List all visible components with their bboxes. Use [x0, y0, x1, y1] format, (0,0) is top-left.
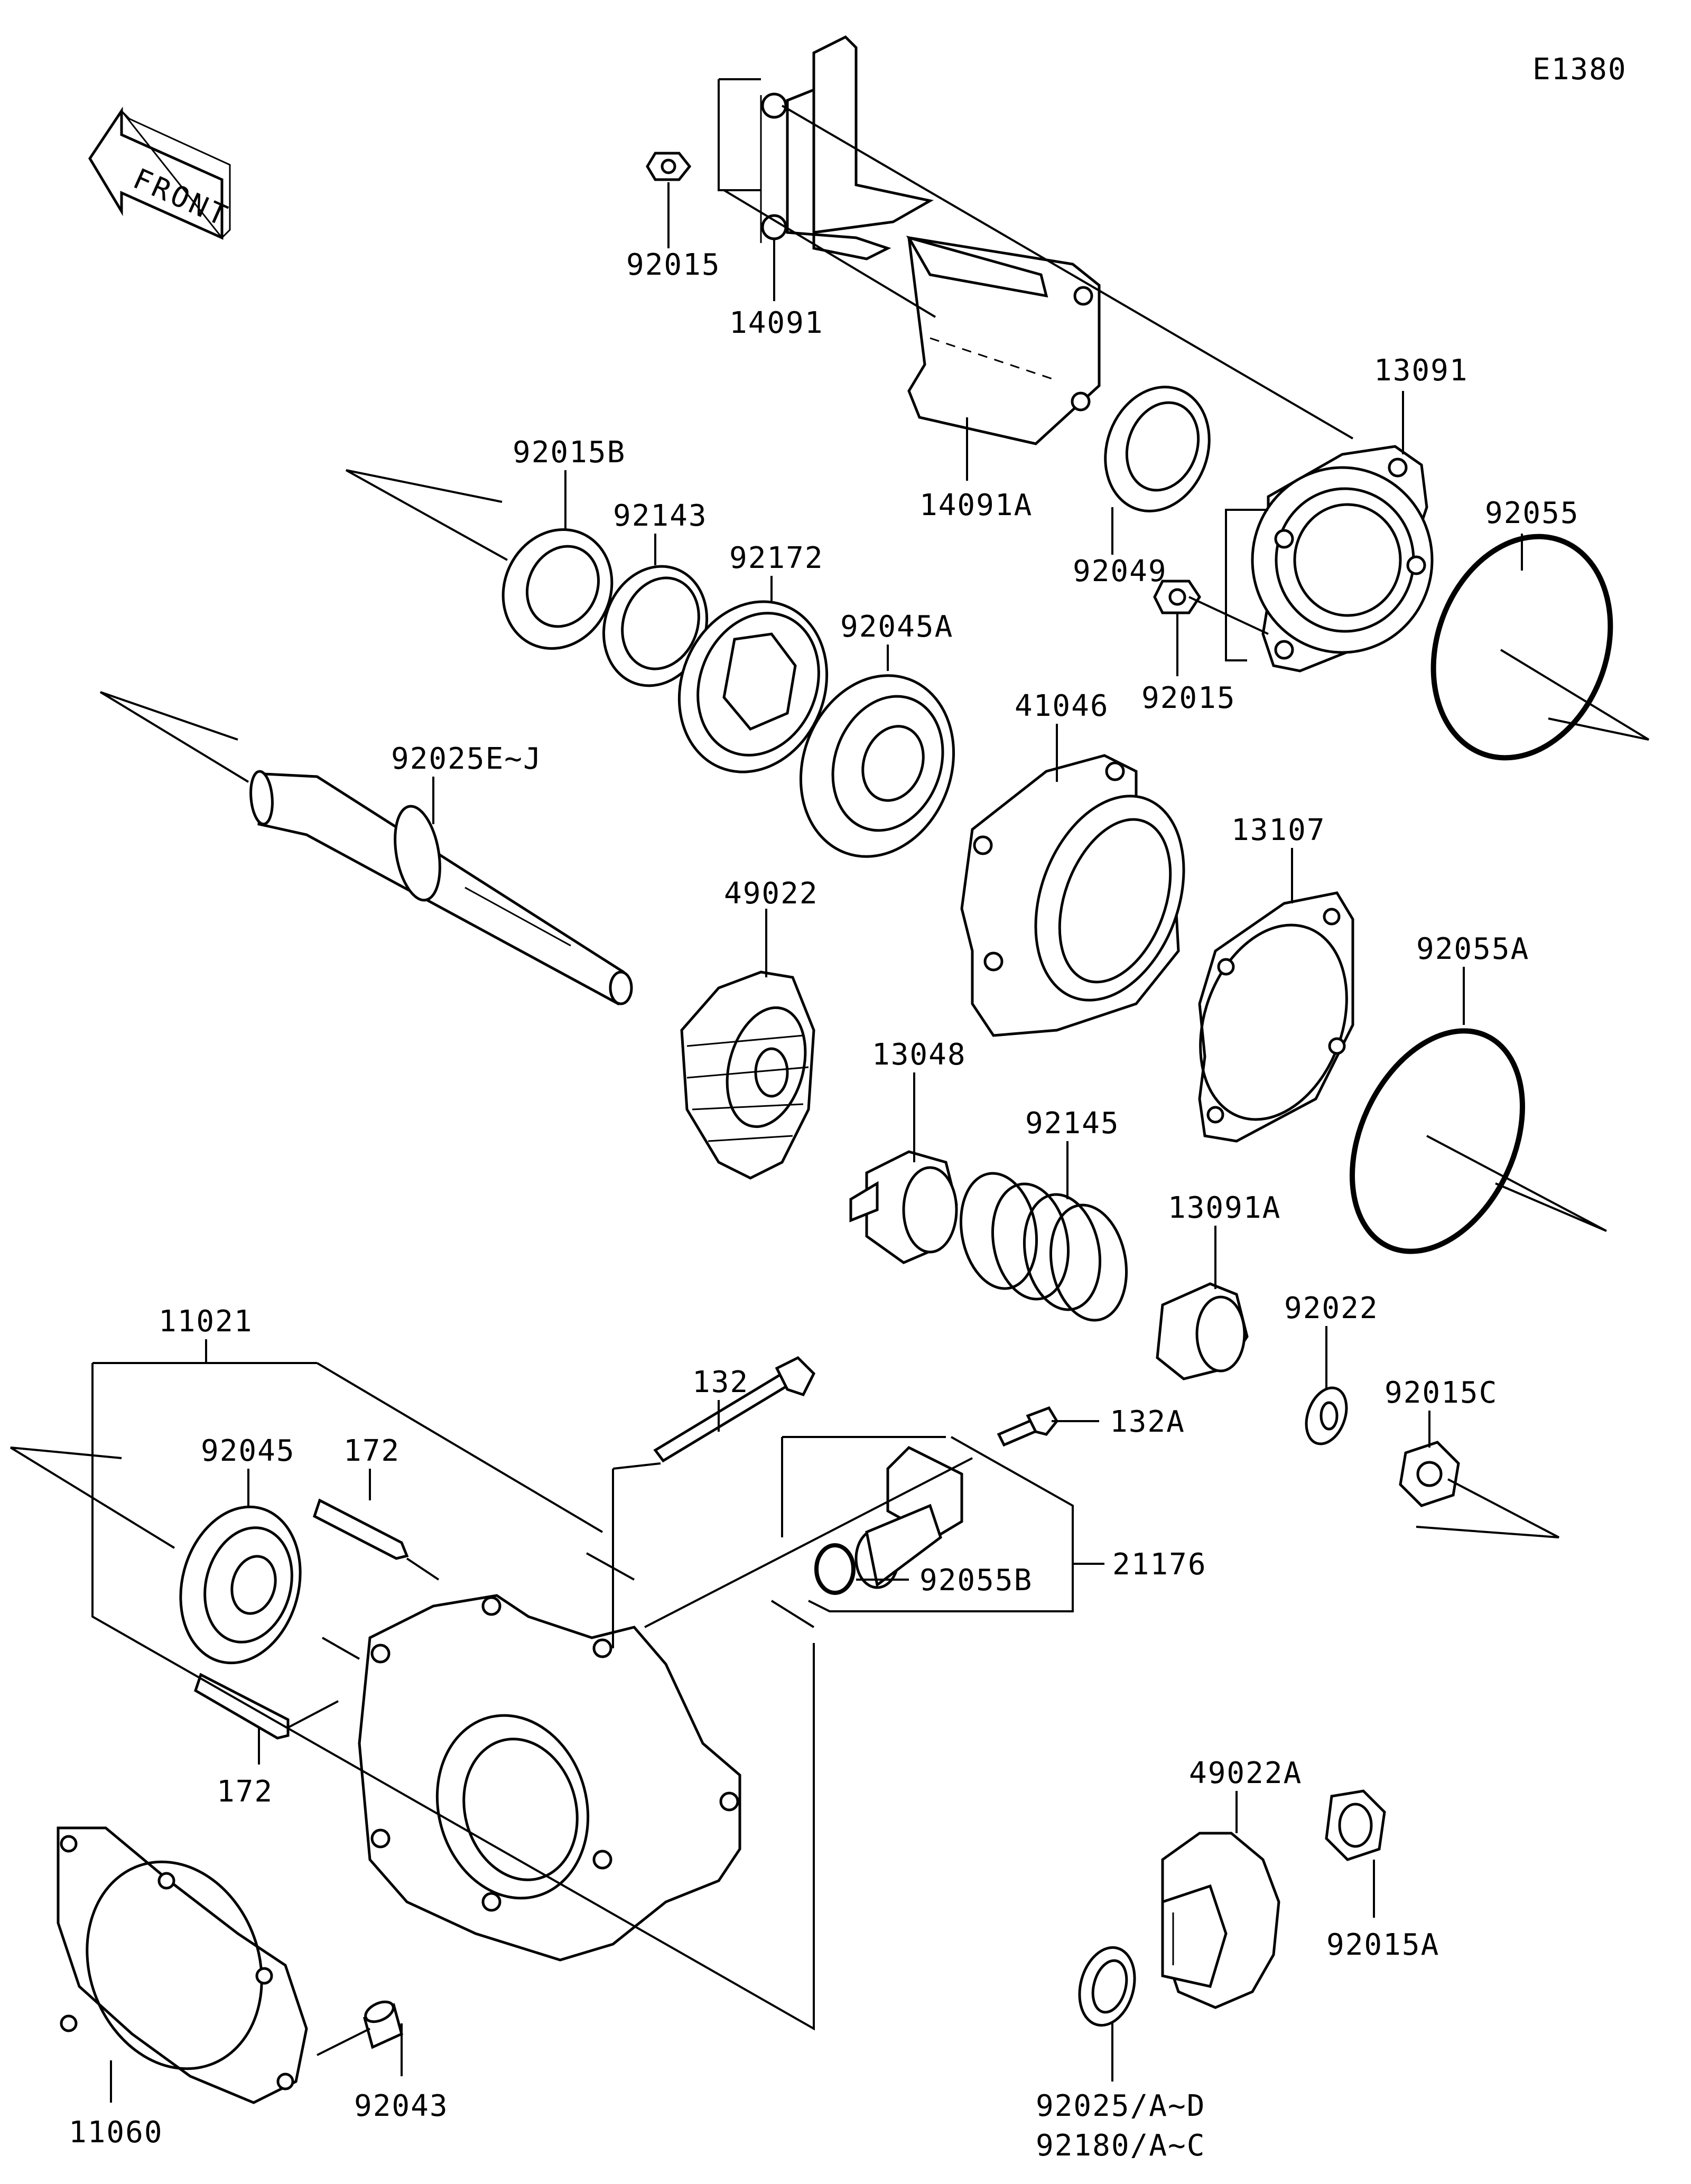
label-13091: 13091: [1374, 353, 1469, 388]
leader-lines: [10, 78, 1650, 2103]
label-21176: 21176: [1112, 1547, 1207, 1582]
shim-92025-92180: [1078, 1946, 1136, 2027]
bearing-92045: [179, 1505, 302, 1665]
oring-92055: [1430, 534, 1613, 761]
label-92143: 92143: [613, 499, 708, 533]
collar-92143: [602, 565, 709, 687]
label-92022: 92022: [1284, 1291, 1379, 1326]
gear-49022A: [1161, 1832, 1280, 2009]
bracket-14091: [760, 35, 934, 260]
label-92043: 92043: [354, 2089, 449, 2123]
housing-41046: [960, 754, 1185, 1037]
label-132: 132: [692, 1365, 749, 1399]
label-11021: 11021: [159, 1304, 253, 1339]
label-92045: 92045: [201, 1434, 295, 1468]
front-arrow-icon: FRONT: [88, 106, 235, 240]
label-14091A: 14091A: [919, 488, 1033, 522]
label-13107: 92025E~J: [391, 742, 542, 776]
label-49022A: 49022A: [1189, 1756, 1302, 1790]
nut-92015-top: [646, 152, 692, 181]
label-92180-A-C: 92180/A~C: [1036, 2129, 1205, 2163]
label-92145: 92145: [1025, 1106, 1120, 1141]
clutch-13048: [849, 1150, 958, 1264]
washer-92022: [1305, 1386, 1348, 1445]
label-92055: 92055: [1485, 496, 1579, 530]
bolt-132: [653, 1356, 816, 1463]
label-49022: 49022: [724, 876, 819, 911]
label-14091: 14091: [729, 306, 824, 340]
holder-13091A: [1156, 1282, 1249, 1380]
label-92172: 92172: [729, 541, 824, 575]
gasket-92025E-J: [1198, 891, 1354, 1143]
label-92015-mid: 92015: [1141, 681, 1236, 715]
label-92049: 92049: [1073, 554, 1167, 589]
oring-92055B: [814, 1543, 856, 1595]
label-172-top: 172: [343, 1434, 400, 1468]
stud-172-top: [312, 1498, 409, 1560]
label-92055A: 92055A: [1416, 932, 1529, 966]
label-92045A: 92045A: [840, 610, 953, 644]
housing-13091: [1251, 445, 1434, 673]
label-13091A: 13091A: [1168, 1191, 1281, 1225]
nut-92015C: [1399, 1441, 1460, 1507]
bearing-92045A: [799, 674, 955, 858]
diagram-code: E1380: [1532, 52, 1627, 87]
label-11060: 11060: [69, 2115, 163, 2150]
label-172-bottom: 172: [217, 1775, 273, 1809]
seal-92049: [1104, 386, 1211, 512]
label-92015B: 92015B: [513, 435, 626, 470]
nut-92015-mid: [1153, 580, 1202, 614]
bolt-132A: [997, 1406, 1059, 1447]
oring-92055A: [1350, 1028, 1525, 1254]
spring-92145: [959, 1172, 1128, 1322]
pin-92043: [363, 2000, 403, 2049]
locknut-92015B: [501, 528, 614, 650]
case-11021: [358, 1594, 741, 1962]
label-92055B: 92055B: [919, 1563, 1033, 1598]
bracket-14091A: [906, 235, 1101, 445]
shaft-13107: [249, 770, 633, 1006]
label-13048: 13048: [872, 1038, 967, 1072]
gasket-11060: [57, 1826, 308, 2104]
label-92015-top: 92015: [626, 248, 721, 282]
label-92015A: 92015A: [1326, 1928, 1439, 1962]
part-labels: 92015 14091 14091A 13091 92055 92049 920…: [69, 248, 1579, 2163]
label-92015C: 92015C: [1385, 1376, 1498, 1410]
label-92025-A-D: 92025/A~D: [1036, 2089, 1205, 2123]
label-132A: 132A: [1110, 1405, 1185, 1439]
sensor-21176: [854, 1445, 963, 1589]
nut-92015A: [1325, 1789, 1386, 1861]
stud-172-bottom: [193, 1673, 290, 1740]
label-92025E-J: 13107: [1231, 813, 1326, 847]
gear-49022: [680, 970, 815, 1180]
label-41046: 41046: [1015, 689, 1109, 723]
spacer-92172: [677, 600, 829, 773]
